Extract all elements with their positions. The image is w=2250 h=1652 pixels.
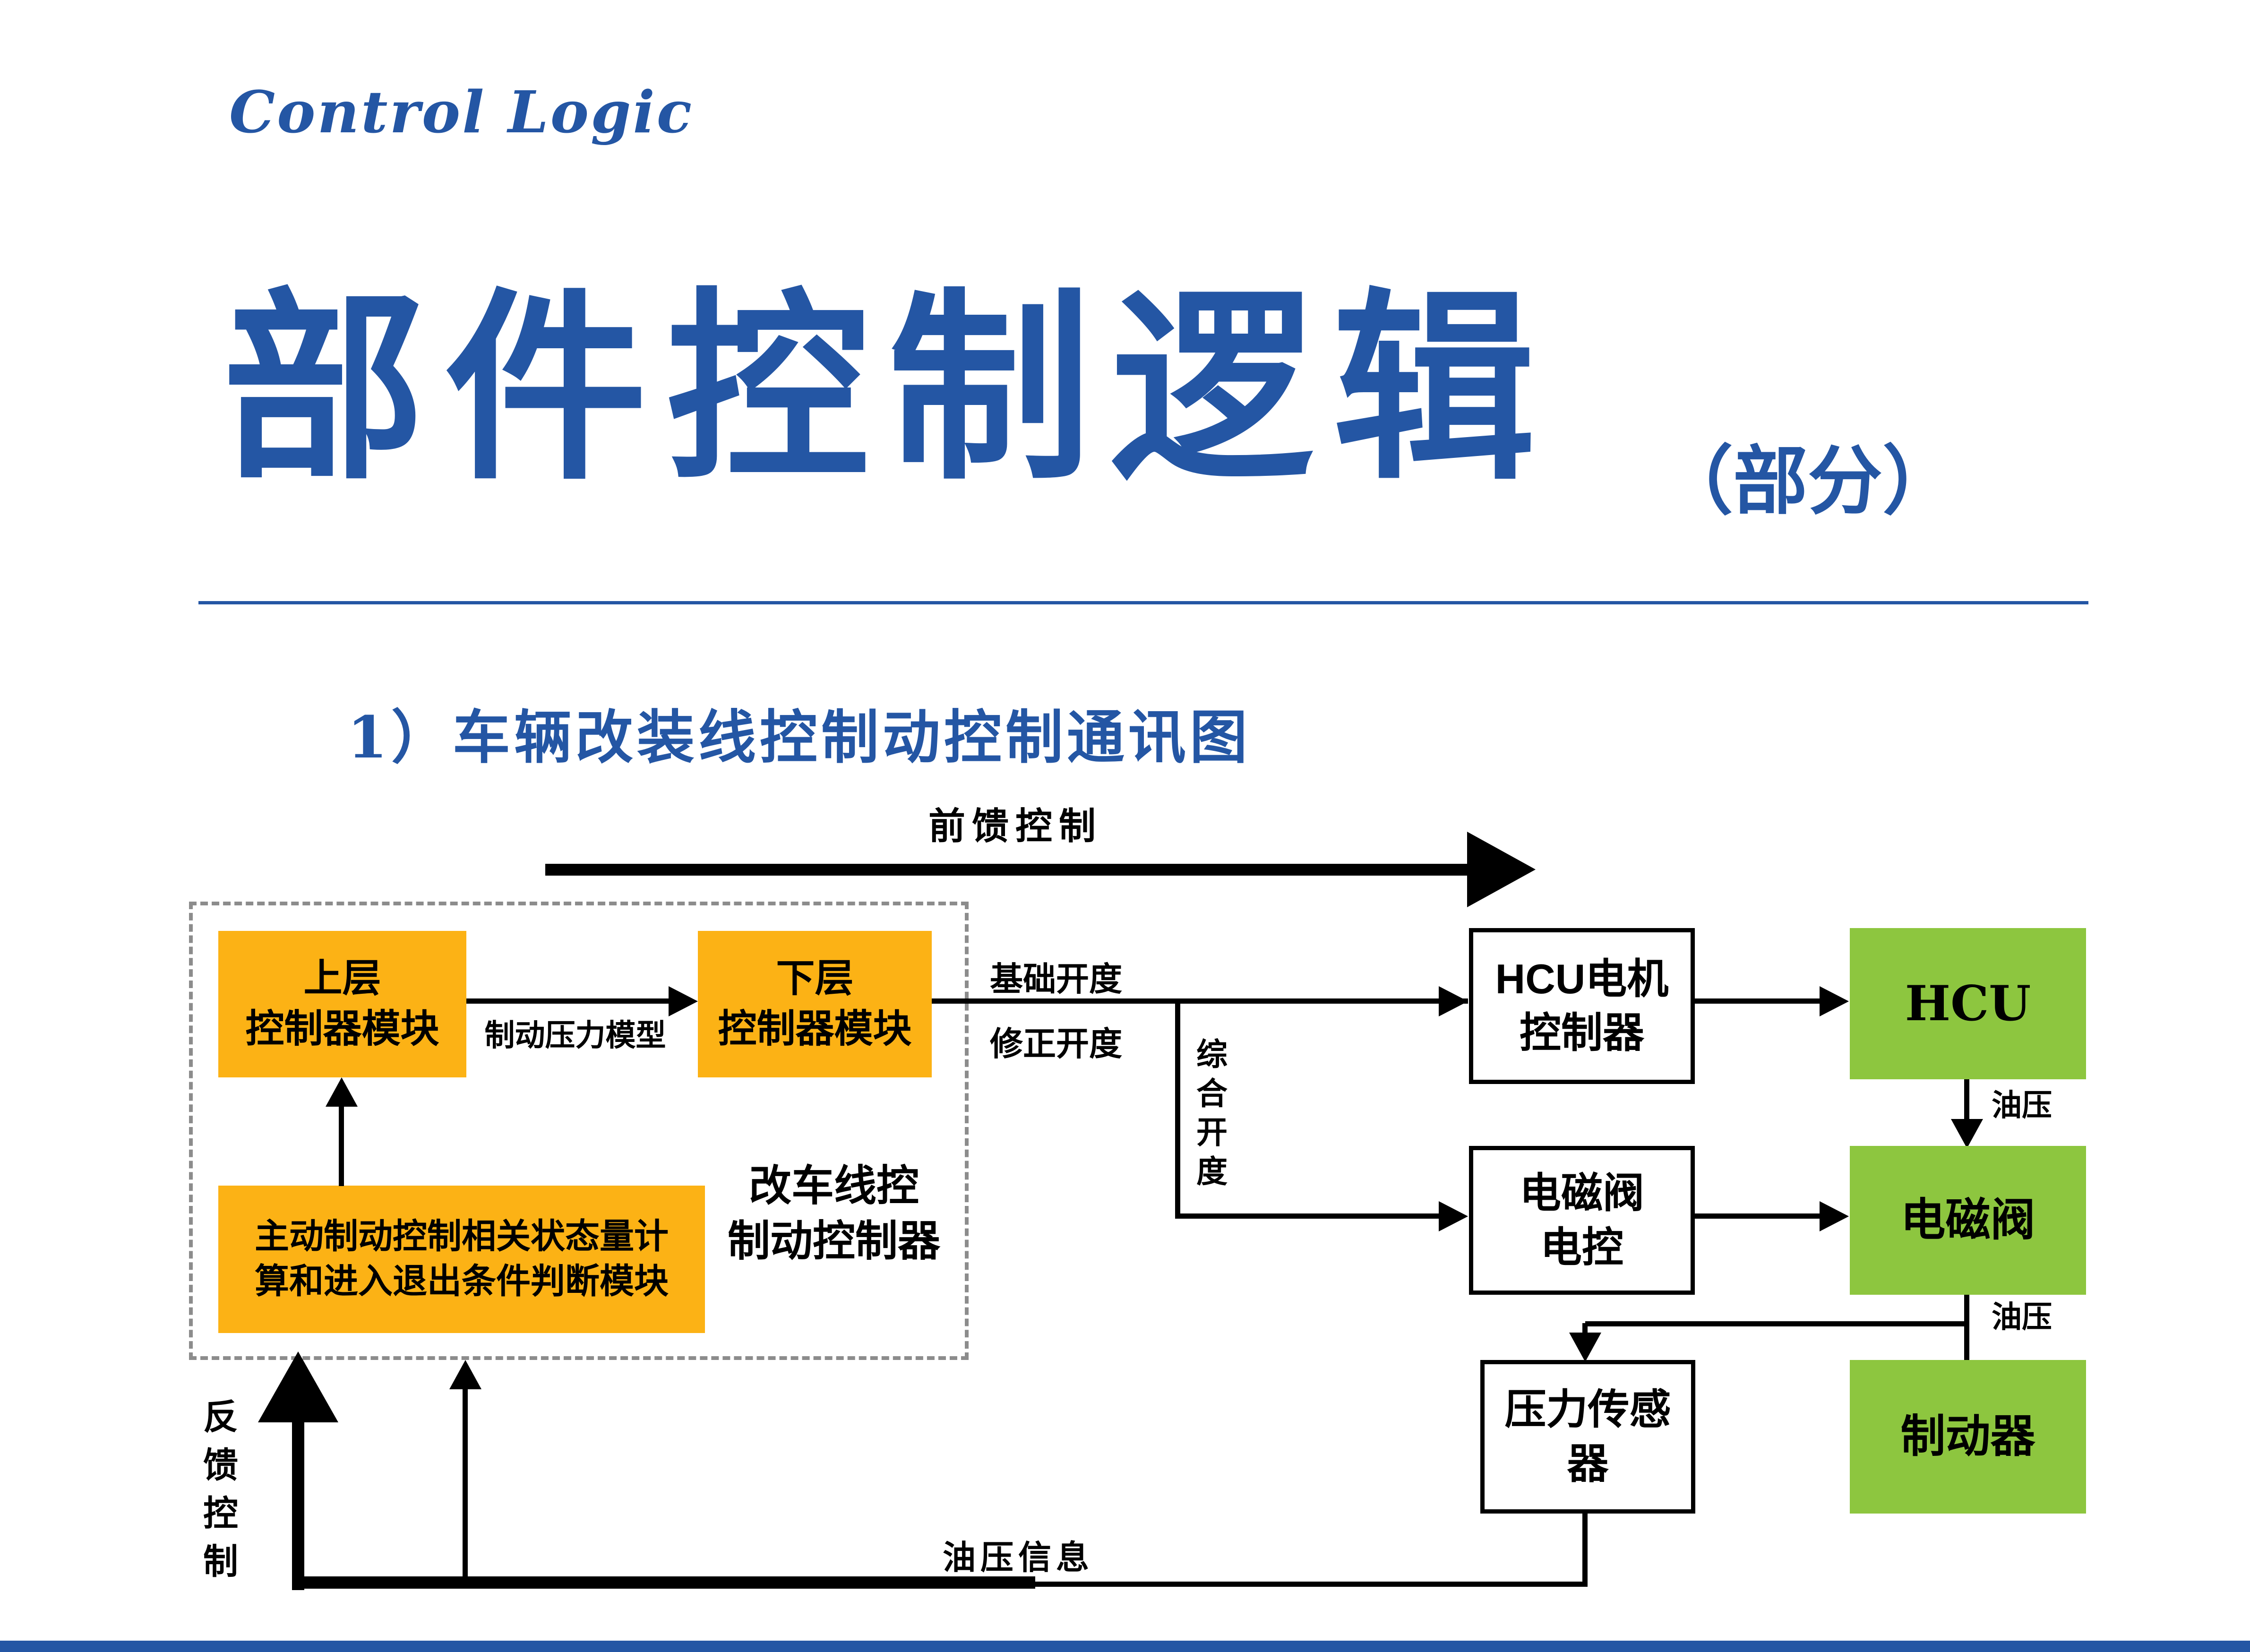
oil-pressure-label-hcu: 油压 [1992, 1088, 2052, 1123]
hcu-to-solenoid-arrow-shaft [1964, 1079, 1969, 1123]
node-solenoid-valve: 电磁阀 [1850, 1146, 2086, 1295]
sensor-feedback-vertical-line [1582, 1514, 1588, 1587]
node-hcu-label: HCU [1905, 975, 2031, 1032]
node-solenoid-valve-control-label: 电磁阀 电控 [1519, 1170, 1644, 1271]
feedback-arrow-shaft-horizontal [298, 1576, 1035, 1589]
state-to-upper-arrowhead-icon [326, 1077, 358, 1107]
page-title-suffix: （部分） [1658, 438, 1957, 525]
feedback-arrow-shaft-vertical [292, 1413, 304, 1590]
hcu-to-solenoid-arrowhead-icon [1951, 1119, 1983, 1148]
hcu-motor-to-hcu-arrowhead-icon [1820, 986, 1849, 1016]
node-lower-controller-label: 下层 控制器模块 [718, 957, 912, 1050]
combined-opening-branch-vertical [1175, 998, 1180, 1219]
state-to-upper-arrow-shaft [339, 1103, 344, 1186]
brake-pressure-model-label: 制动压力模型 [484, 1018, 666, 1053]
node-state-calculation-module-label: 主动制动控制相关状态量计 算和进入退出条件判断模块 [255, 1217, 669, 1300]
node-hcu-motor-controller: HCU电机 控制器 [1469, 928, 1695, 1084]
section-heading: 1）车辆改装线控制动控制通讯图 [347, 703, 1251, 771]
branch-to-pressure-sensor-arrowhead-icon [1569, 1333, 1601, 1362]
node-pressure-sensor-label: 压力传感 器 [1504, 1386, 1671, 1487]
node-upper-controller-label: 上层 控制器模块 [245, 957, 439, 1050]
node-solenoid-valve-label: 电磁阀 [1900, 1195, 2035, 1245]
page-title: 部件控制逻辑 [222, 269, 1554, 508]
title-divider [198, 601, 2088, 604]
eyebrow-script-title: Control Logic [229, 78, 694, 146]
solenoid-to-sensor-branch-vertical [1582, 1323, 1588, 1336]
combined-opening-label: 综 合 开 度 [1196, 1036, 1228, 1190]
controller-group-label: 改车线控 制动控制器 [728, 1162, 940, 1265]
brake-by-wire-controller-group [189, 902, 969, 1360]
combined-opening-branch-horizontal [1175, 1213, 1442, 1219]
hcu-motor-to-hcu-arrow-shaft [1695, 998, 1823, 1004]
upper-to-lower-arrow-shaft [466, 998, 672, 1004]
node-hcu: HCU [1850, 928, 2086, 1079]
feedback-to-controller-arrowhead-icon [449, 1360, 481, 1389]
node-state-calculation-module: 主动制动控制相关状态量计 算和进入退出条件判断模块 [218, 1186, 705, 1333]
solenoid-control-to-valve-arrow-shaft [1695, 1213, 1823, 1219]
feedback-control-label: 反 馈 控 制 [203, 1397, 238, 1583]
branch-to-solenoid-control-arrowhead-icon [1439, 1201, 1468, 1231]
node-lower-controller: 下层 控制器模块 [698, 931, 932, 1077]
base-opening-label: 基础开度 [990, 959, 1122, 998]
node-brake: 制动器 [1850, 1360, 2086, 1514]
oil-pressure-label-valve: 油压 [1992, 1299, 2052, 1335]
node-hcu-motor-controller-label: HCU电机 控制器 [1495, 955, 1669, 1056]
node-brake-label: 制动器 [1900, 1411, 2035, 1462]
oil-pressure-info-label: 油压信息 [943, 1538, 1094, 1577]
bottom-accent-bar [0, 1641, 2250, 1652]
solenoid-to-brake-line [1964, 1295, 1969, 1360]
feedforward-arrow-shaft [545, 864, 1471, 876]
corrected-opening-label: 修正开度 [990, 1024, 1122, 1063]
feedforward-label: 前馈控制 [928, 805, 1103, 848]
node-solenoid-valve-control: 电磁阀 电控 [1469, 1146, 1695, 1295]
lower-to-hcu-motor-arrow-shaft [932, 998, 1468, 1004]
upper-to-lower-arrowhead-icon [669, 986, 698, 1016]
feedback-to-controller-vertical-line [463, 1387, 468, 1587]
solenoid-control-to-valve-arrowhead-icon [1820, 1201, 1849, 1231]
feedforward-arrowhead-icon [1467, 832, 1536, 907]
feedback-arrowhead-icon [258, 1351, 338, 1422]
lower-to-hcu-motor-arrowhead-icon [1439, 986, 1468, 1016]
solenoid-to-sensor-branch-horizontal [1585, 1321, 1969, 1326]
node-pressure-sensor: 压力传感 器 [1480, 1360, 1695, 1514]
node-upper-controller: 上层 控制器模块 [218, 931, 466, 1077]
